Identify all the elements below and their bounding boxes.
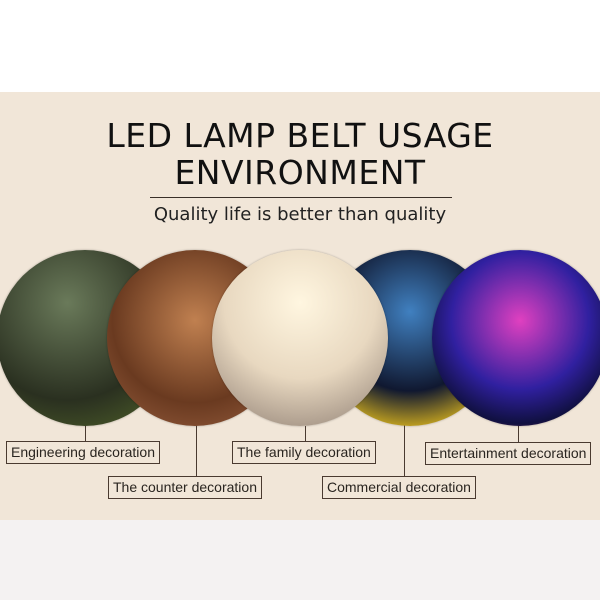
connector-line <box>305 426 306 442</box>
label-engineering: Engineering decoration <box>6 441 160 464</box>
subtitle: Quality life is better than quality <box>153 204 447 225</box>
connector-line <box>518 424 519 442</box>
label-family: The family decoration <box>232 441 376 464</box>
connector-line <box>85 425 86 442</box>
label-entertainment: Entertainment decoration <box>425 442 592 465</box>
label-commercial: Commercial decoration <box>322 476 476 499</box>
family-photo <box>212 250 388 426</box>
entertainment-photo <box>432 250 600 426</box>
title-line-1: LED LAMP BELT USAGE <box>106 116 494 155</box>
connector-line <box>196 424 197 476</box>
label-counter: The counter decoration <box>108 476 262 499</box>
title-line-2: ENVIRONMENT <box>174 153 426 192</box>
connector-line <box>404 424 405 476</box>
title-divider <box>150 197 452 198</box>
bottom-band <box>0 520 600 600</box>
